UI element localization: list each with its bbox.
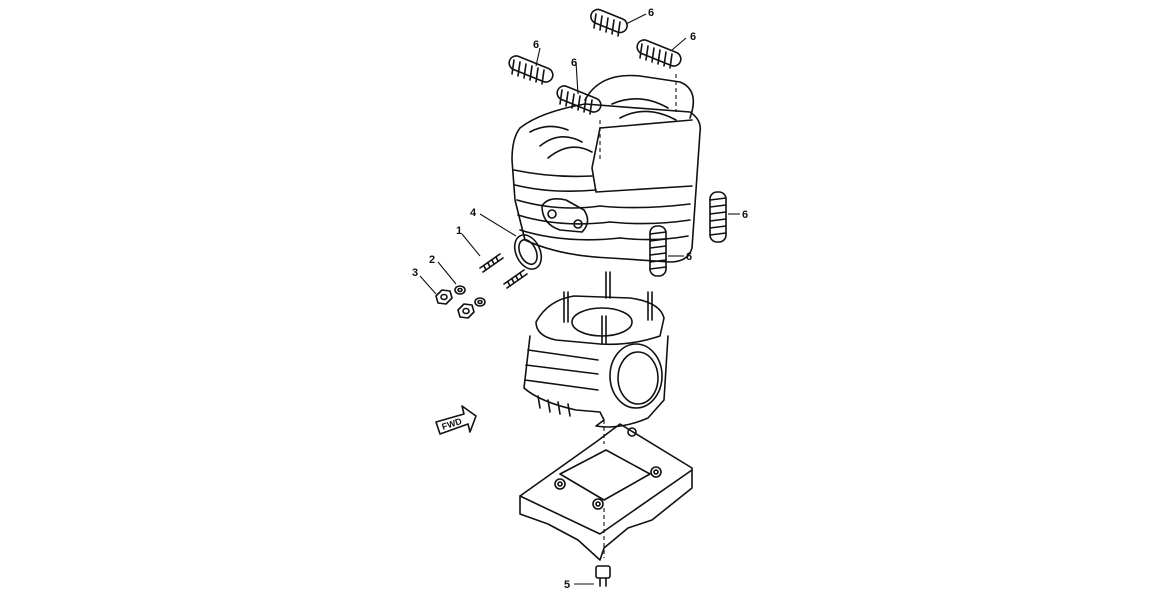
leader-2 [437,261,457,285]
callout-3: 3 [412,267,418,279]
callout-6e: 6 [742,209,748,221]
exhaust-gasket [513,234,543,270]
callout-4: 4 [470,207,477,219]
leader-6d [575,61,579,95]
leader-6a [625,13,647,25]
callout-6c: 6 [533,39,539,51]
leader-3 [419,275,437,295]
base-plate [519,420,693,561]
damper-top-center [590,8,628,37]
cylinder-head [511,74,702,263]
damper-top-left [508,55,554,85]
callout-5: 5 [564,579,570,591]
forward-arrow-icon: FWD [435,405,477,435]
leader-1 [461,233,481,257]
damper-top-right [636,39,682,69]
callout-1: 1 [456,225,462,237]
callout-2: 2 [429,254,435,266]
damper-right-lower [649,225,667,277]
callout-6d: 6 [571,57,577,69]
stud-bolts [479,253,528,289]
callout-6f: 6 [686,251,692,263]
nuts [435,289,475,319]
leader-6c [535,47,541,67]
callout-6b: 6 [690,31,696,43]
leader-4 [479,213,517,237]
screw [595,565,611,587]
washers [454,285,486,307]
leader-6b [671,37,687,51]
damper-top-middle [556,85,602,115]
cylinder-block [523,271,669,428]
damper-right-upper [709,191,727,243]
callout-6a: 6 [648,7,654,19]
